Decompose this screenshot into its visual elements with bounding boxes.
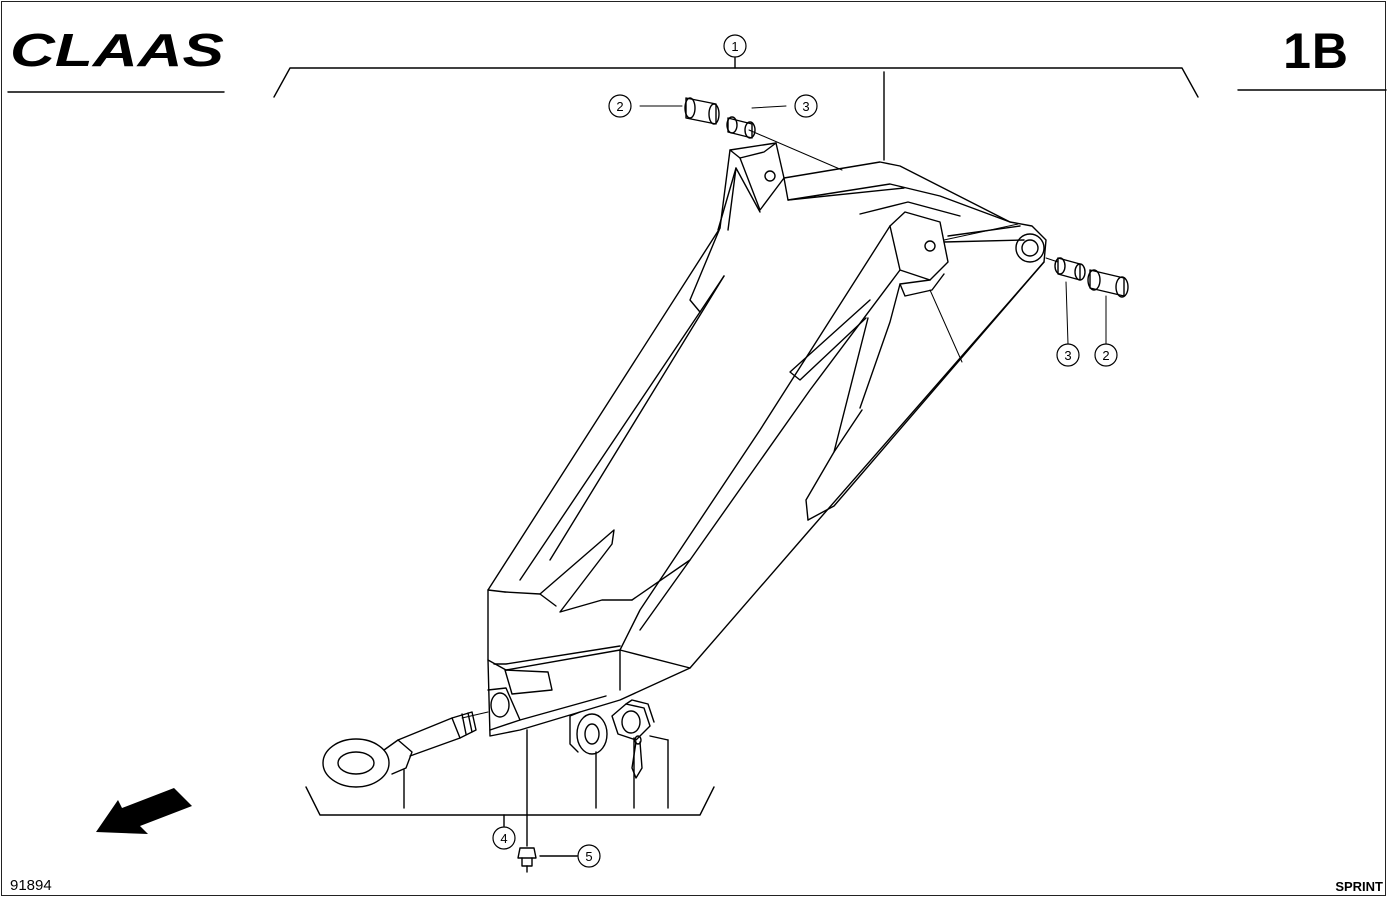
cotter-pin [631, 735, 643, 779]
bushing-3-left [726, 116, 756, 139]
drawing-number: 91894 [10, 877, 52, 894]
callout-4: 4 [492, 826, 516, 850]
svg-text:2: 2 [1102, 348, 1109, 363]
bushing-2-right [1087, 269, 1129, 298]
grease-nipple [517, 729, 578, 873]
svg-text:5: 5 [585, 849, 592, 864]
svg-text:4: 4 [500, 831, 507, 846]
svg-text:2: 2 [616, 99, 623, 114]
callout-1: 1 [723, 34, 747, 58]
bushing-3-right [1054, 257, 1086, 281]
callout-2-left: 2 [608, 94, 632, 118]
callout-2-right: 2 [1094, 343, 1118, 367]
travel-direction-arrow-icon [96, 788, 192, 834]
towing-eye-pin [322, 711, 477, 788]
assembly-bracket-1 [273, 57, 1199, 161]
bushing-2-left [684, 97, 720, 125]
callout-5: 5 [577, 844, 601, 868]
drawbar-frame [487, 142, 1047, 737]
hex-nut [611, 699, 655, 741]
page-code: 1B [1283, 23, 1349, 79]
flat-washer [569, 711, 608, 755]
brand-logo-text: CLAAS [10, 24, 224, 76]
claas-logo: CLAAS [10, 24, 226, 76]
assembly-bracket-4 [305, 735, 715, 827]
leader-lines [461, 105, 1107, 719]
svg-text:3: 3 [1064, 348, 1071, 363]
svg-text:3: 3 [802, 99, 809, 114]
svg-text:1: 1 [731, 39, 738, 54]
model-name: SPRINT [1335, 879, 1383, 894]
callout-3-left: 3 [794, 94, 818, 118]
callout-3-right: 3 [1056, 343, 1080, 367]
